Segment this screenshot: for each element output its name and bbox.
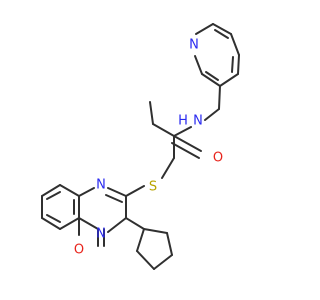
bond <box>214 29 229 39</box>
bond <box>107 217 127 233</box>
quinazoline-n3-label: N <box>96 227 106 242</box>
bond <box>41 184 61 197</box>
bond <box>41 217 61 230</box>
bond <box>212 23 232 35</box>
bond <box>125 185 145 197</box>
bond <box>46 214 61 223</box>
bond <box>153 254 173 270</box>
amide-nitrogen-label: N <box>193 114 203 129</box>
bond <box>237 54 240 75</box>
bond <box>125 217 145 230</box>
bond-lines <box>41 23 240 270</box>
bond <box>152 123 175 137</box>
bond <box>173 126 192 137</box>
ketone-oxygen-label: O <box>74 243 84 258</box>
bond <box>105 194 123 203</box>
bond <box>161 157 175 179</box>
bond <box>230 33 240 56</box>
bond <box>173 135 202 152</box>
bond <box>59 184 80 197</box>
bond <box>136 228 145 252</box>
bond <box>46 191 61 200</box>
bond <box>194 55 203 75</box>
bond <box>205 71 219 81</box>
bond <box>218 85 221 110</box>
bond <box>59 217 80 230</box>
bond <box>195 23 214 35</box>
bond <box>78 217 99 230</box>
bond <box>171 142 200 159</box>
bond <box>231 56 234 73</box>
bond <box>107 187 127 197</box>
bond <box>136 250 155 270</box>
molecule-diagram: N N H O S N N O <box>41 23 240 270</box>
bond <box>149 101 154 125</box>
bond <box>219 73 239 87</box>
structure-canvas: N N H O S N N O <box>41 23 240 270</box>
bond <box>166 232 173 256</box>
amide-oxygen-label: O <box>213 151 223 166</box>
bond <box>78 187 95 197</box>
quinazoline-n1-label: N <box>96 178 106 193</box>
bond <box>201 73 221 87</box>
amide-hydrogen-label: H <box>178 114 188 129</box>
bond <box>143 228 168 234</box>
thioether-sulfur-label: S <box>149 180 157 195</box>
pyridine-nitrogen-label: N <box>189 38 199 53</box>
atom-labels: N N H O S N N O <box>74 38 223 258</box>
bond <box>204 108 220 121</box>
